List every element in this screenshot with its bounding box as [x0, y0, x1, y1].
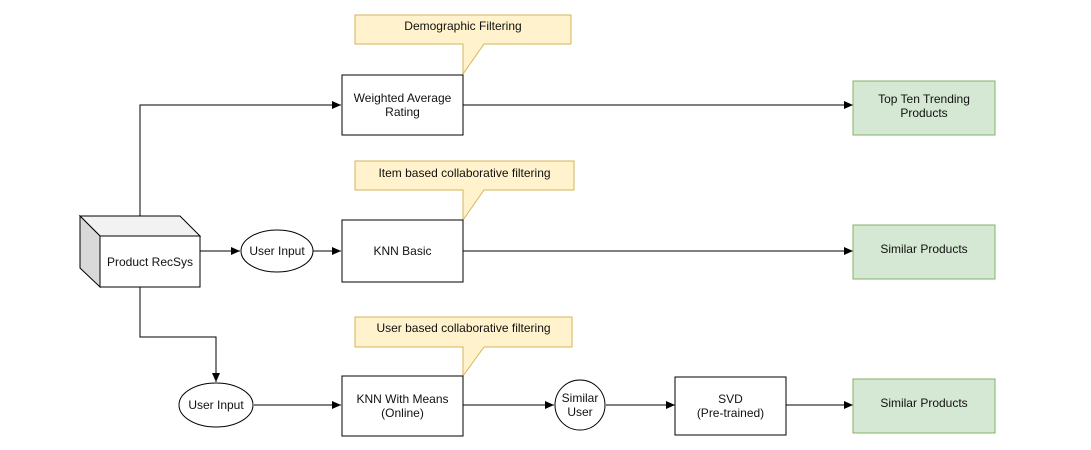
svd-label: SVD (Pre-trained)	[696, 392, 765, 420]
note-user-based-shape	[354, 316, 573, 378]
similar-products-bottom-label: Similar Products	[880, 396, 968, 410]
knn-basic-label: KNN Basic	[373, 244, 432, 258]
top-ten-output-label: Top Ten Trending Products	[878, 92, 970, 120]
user-input-middle-label: User Input	[249, 244, 305, 258]
user-input-bottom-ellipse	[178, 382, 254, 428]
similar-user-ellipse	[554, 379, 606, 431]
knn-means-label: KNN With Means (Online)	[356, 392, 449, 420]
note-item-based-label: Item based collaborative filtering	[378, 166, 551, 180]
product-recsys-cube	[78, 214, 202, 289]
similar-products-middle-label: Similar Products	[880, 242, 968, 256]
knn-means-box	[341, 375, 464, 437]
product-recsys-label: Product RecSys	[106, 254, 194, 269]
knn-basic-box	[341, 219, 464, 283]
weighted-average-box	[341, 74, 464, 136]
note-item-based-shape	[354, 160, 575, 222]
user-input-middle-ellipse	[240, 229, 314, 273]
note-user-based-label: User based collaborative filtering	[376, 321, 551, 335]
edge-recsys-to-weighted	[139, 101, 341, 216]
similar-products-bottom-box	[852, 378, 996, 434]
user-input-bottom-label: User Input	[188, 398, 244, 412]
weighted-average-label: Weighted Average Rating	[353, 91, 452, 119]
svd-box	[674, 376, 787, 436]
note-demographic-shape	[354, 14, 572, 76]
edges	[139, 101, 853, 409]
similar-products-middle-box	[852, 224, 996, 280]
note-demographic-label: Demographic Filtering	[404, 19, 522, 33]
top-ten-output-box	[852, 80, 996, 136]
similar-user-label: Similar User	[561, 391, 599, 419]
edge-recsys-to-user-input-bottom	[139, 287, 220, 382]
